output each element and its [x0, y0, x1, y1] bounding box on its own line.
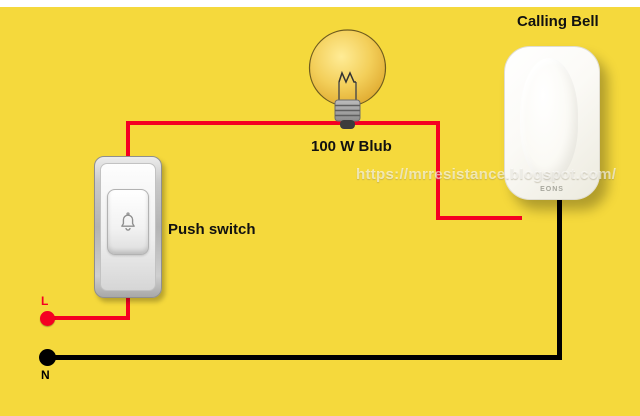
top-border	[0, 0, 640, 7]
calling-bell-device: EONS	[504, 46, 600, 200]
bulb-icon	[308, 29, 387, 129]
live-wire-from-terminal	[48, 316, 130, 320]
bell-dome	[520, 57, 579, 183]
bulb-label: 100 W Blub	[311, 138, 392, 155]
live-label: L	[41, 294, 49, 308]
switch-button	[107, 189, 149, 255]
bulb	[305, 26, 390, 137]
neutral-wire-up-to-bell	[557, 194, 562, 360]
live-wire-into-bell	[436, 216, 522, 220]
live-wire-down-to-bell	[436, 121, 440, 220]
neutral-label: N	[41, 368, 50, 382]
bell-brand-text: EONS	[540, 186, 564, 193]
live-terminal	[40, 311, 55, 326]
live-wire-from-switch-top	[126, 121, 130, 159]
push-switch	[94, 156, 162, 298]
neutral-wire-bottom-bus	[46, 355, 562, 360]
live-wire-top-bus	[126, 121, 440, 125]
calling-bell-label: Calling Bell	[517, 13, 599, 30]
live-wire-to-switch-bottom	[126, 290, 130, 320]
push-switch-label: Push switch	[168, 221, 256, 238]
bell-icon	[121, 212, 135, 231]
watermark-text: https://mrresistance.blogspot.com/	[356, 166, 617, 183]
neutral-terminal	[39, 349, 56, 366]
